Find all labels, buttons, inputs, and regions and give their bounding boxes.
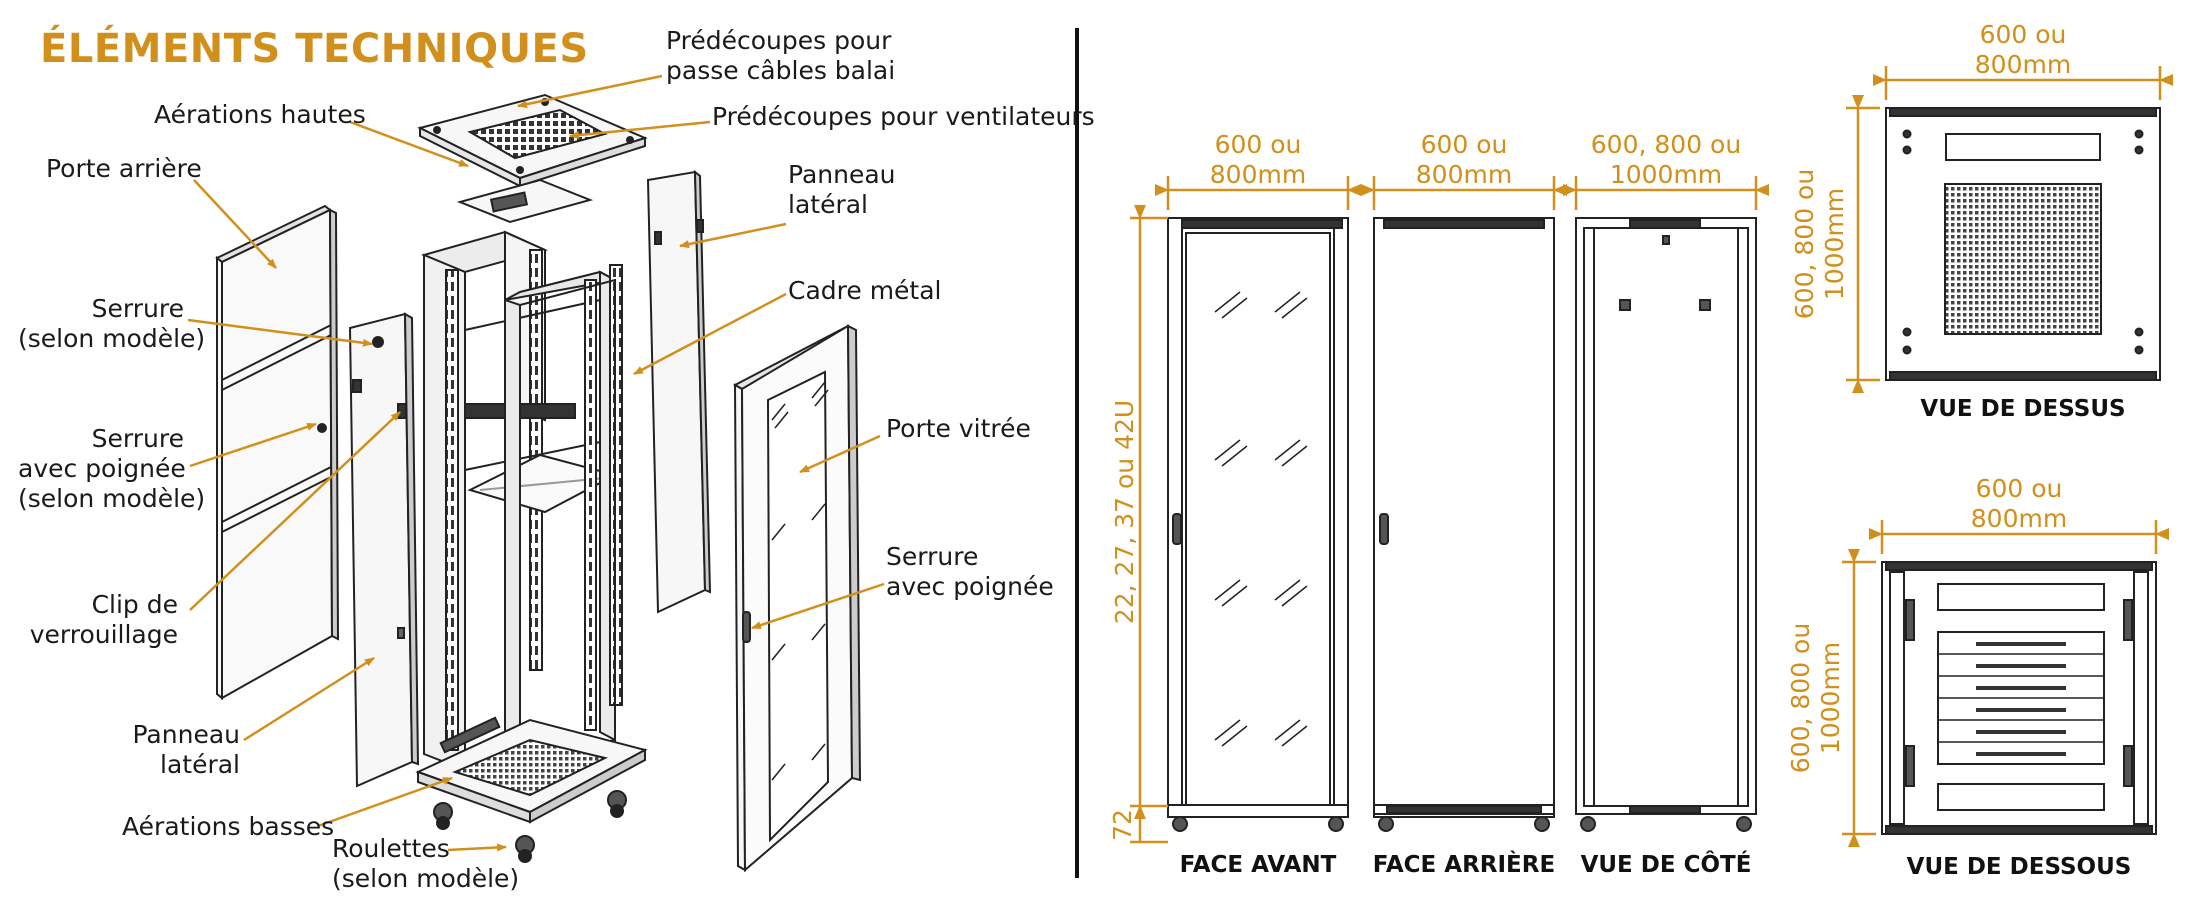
label-aerations-basses: Aérations basses <box>122 812 335 841</box>
dim-front-width: 600 ou 800mm <box>1209 130 1307 189</box>
front-view <box>1167 217 1349 832</box>
rear-view <box>1373 217 1555 832</box>
label-clip-verrouillage: Clip de verrouillage <box>29 590 178 649</box>
main-frame <box>415 230 648 863</box>
label-panneau-lateral-top: Panneau latéral <box>788 160 896 219</box>
caption-bottom: VUE DE DESSOUS <box>1906 854 2132 880</box>
rear-door <box>215 204 340 701</box>
dim-height: 22, 27, 37 ou 42U <box>1110 399 1139 625</box>
bottom-view-dimensions <box>1842 520 2169 847</box>
side-view <box>1575 217 1757 832</box>
label-aerations-hautes: Aérations hautes <box>154 100 366 129</box>
dim-top-depth: 600, 800 ou 1000mm <box>1790 168 1849 320</box>
dim-side-depth: 600, 800 ou 1000mm <box>1590 130 1742 189</box>
label-porte-arriere: Porte arrière <box>46 154 202 183</box>
label-serrure-poignee-right: Serrure avec poignée <box>886 542 1054 601</box>
caption-rear: FACE ARRIÈRE <box>1372 852 1556 878</box>
label-cadre-metal: Cadre métal <box>788 276 942 305</box>
bottom-view <box>1881 561 2157 835</box>
label-porte-vitree: Porte vitrée <box>886 414 1031 443</box>
dim-top-width: 600 ou 800mm <box>1974 20 2072 79</box>
caption-side: VUE DE CÔTÉ <box>1580 852 1752 878</box>
dim-rear-width: 600 ou 800mm <box>1415 130 1513 189</box>
caption-top: VUE DE DESSUS <box>1920 396 2126 422</box>
side-panel-right <box>646 169 712 614</box>
dim-bottom-width: 600 ou 800mm <box>1970 474 2068 533</box>
top-view-dimensions <box>1846 66 2173 393</box>
caption-front: FACE AVANT <box>1179 852 1337 878</box>
exploded-view <box>215 93 862 873</box>
side-panel-left <box>348 312 420 788</box>
label-predecoupes-ventilateurs: Prédécoupes pour ventilateurs <box>712 102 1095 131</box>
casters <box>433 790 627 863</box>
top-view <box>1885 107 2161 381</box>
label-serrure: Serrure (selon modèle) <box>18 294 206 353</box>
label-serrure-poignee-left: Serrure avec poignée (selon modèle) <box>18 424 206 513</box>
label-panneau-lateral-bottom: Panneau latéral <box>132 720 240 779</box>
leader-arrows <box>187 74 885 852</box>
dim-bottom-depth: 600, 800 ou 1000mm <box>1786 622 1845 774</box>
page-title: ÉLÉMENTS TECHNIQUES <box>40 26 589 72</box>
label-roulettes: Roulettes (selon modèle) <box>332 834 520 893</box>
dimension-lines <box>1130 176 1769 844</box>
label-predecoupes-balai: Prédécoupes pour passe câbles balai <box>666 26 896 85</box>
dim-base-height: 72 <box>1108 809 1137 841</box>
roof-mesh <box>467 108 608 160</box>
